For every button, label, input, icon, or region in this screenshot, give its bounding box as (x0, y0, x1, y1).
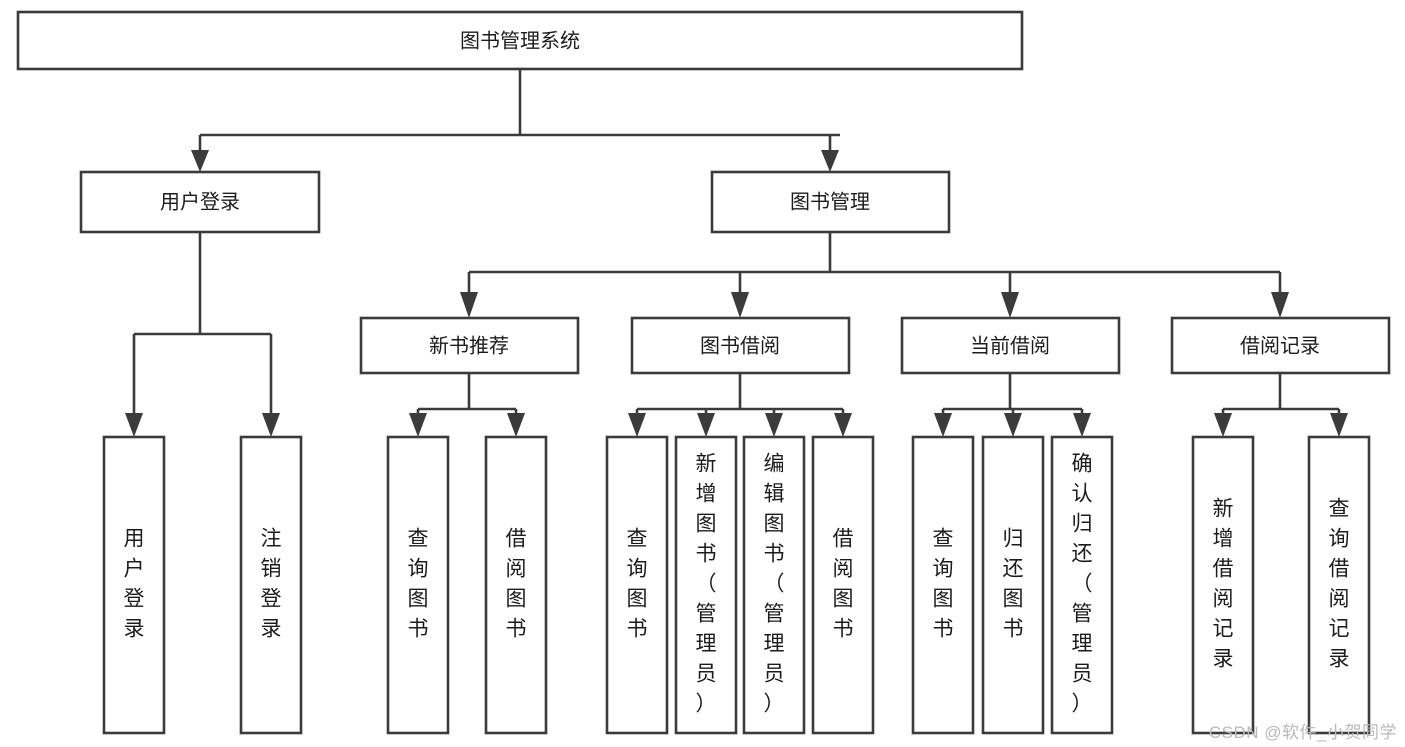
node-current-borrow-box[interactable] (900, 316, 1121, 375)
connector-new-book-rec-trunk (416, 373, 518, 420)
connector-book-borrow-trunk (635, 373, 845, 420)
leaf-borrow-book-rec-box[interactable] (484, 435, 548, 735)
arrowhead-leaf-edit-book-admin (765, 413, 783, 437)
leaf-node-layer: 用户登录 注销登录 查询图书 借阅图书 查询图书 新增图书（管理员） 编辑图书（管理员） 借阅… (102, 435, 1371, 735)
leaf-user-login[interactable]: 用户登录 (102, 435, 166, 735)
node-book-mgmt-box[interactable] (710, 170, 951, 234)
node-new-book-rec-box[interactable] (359, 316, 580, 375)
arrowhead-leaf-borrow-book-rec (507, 413, 525, 437)
arrowhead-book-mgmt (821, 150, 839, 172)
leaf-query-book-bor-box[interactable] (605, 435, 669, 735)
leaf-add-borrow-record-box[interactable] (1191, 435, 1255, 735)
arrowhead-leaf-add-book-admin (697, 413, 715, 437)
node-root-box[interactable] (16, 10, 1024, 71)
arrowhead-leaf-confirm-return (1073, 413, 1091, 437)
connector-current-borrow-trunk (941, 373, 1084, 420)
leaf-return-book-box[interactable] (981, 435, 1045, 735)
node-book-borrow-label: 图书借阅 (700, 334, 780, 357)
node-book-mgmt-label: 图书管理 (790, 190, 870, 213)
leaf-query-borrow-rec-label: 查询借阅记录 (1329, 498, 1350, 671)
leaf-borrow-book-bor[interactable]: 借阅图书 (811, 435, 875, 735)
node-borrow-record-box[interactable] (1170, 316, 1391, 375)
node-borrow-record[interactable]: 借阅记录 (1170, 316, 1391, 375)
node-user-login-box[interactable] (79, 170, 321, 234)
connector-root-trunk (198, 69, 840, 156)
connector-layer (125, 69, 1348, 437)
arrowhead-new-book-rec (460, 292, 478, 318)
leaf-query-book-rec[interactable]: 查询图书 (386, 435, 450, 735)
arrowhead-leaf-query-book-bor (628, 413, 646, 437)
leaf-add-book-admin-label: 新增图书（管理员） (696, 453, 717, 716)
arrowhead-leaf-query-book-cur (934, 413, 952, 437)
node-user-login-label: 用户登录 (160, 190, 240, 213)
node-book-mgmt[interactable]: 图书管理 (710, 170, 951, 234)
leaf-user-login-label: 用户登录 (124, 528, 145, 641)
node-book-borrow-box[interactable] (630, 316, 851, 375)
leaf-add-borrow-record[interactable]: 新增借阅记录 (1191, 435, 1255, 735)
arrowhead-leaf-user-login (125, 413, 143, 437)
leaf-query-borrow-rec-box[interactable] (1307, 435, 1371, 735)
leaf-add-book-admin-box[interactable] (674, 435, 738, 735)
leaf-logout[interactable]: 注销登录 (239, 435, 303, 735)
node-new-book-rec[interactable]: 新书推荐 (359, 316, 580, 375)
leaf-add-borrow-record-label: 新增借阅记录 (1213, 498, 1234, 671)
leaf-confirm-return[interactable]: 确认归还（管理员） (1050, 435, 1114, 735)
connector-borrow-record-trunk (1221, 373, 1341, 420)
leaf-user-login-box[interactable] (102, 435, 166, 735)
arrowhead-leaf-borrow-book-bor (834, 413, 852, 437)
leaf-query-book-cur-label: 查询图书 (933, 528, 954, 641)
node-book-borrow[interactable]: 图书借阅 (630, 316, 851, 375)
leaf-query-book-rec-label: 查询图书 (408, 528, 429, 641)
leaf-add-book-admin[interactable]: 新增图书（管理员） (674, 435, 738, 735)
arrowhead-leaf-query-borrow-rec (1330, 413, 1348, 437)
leaf-logout-label: 注销登录 (261, 528, 282, 641)
leaf-edit-book-admin-box[interactable] (742, 435, 806, 735)
arrowhead-user-login (191, 150, 209, 172)
arrowhead-leaf-return-book (1004, 413, 1022, 437)
leaf-borrow-book-rec-label: 借阅图书 (506, 528, 527, 641)
node-new-book-rec-label: 新书推荐 (429, 334, 509, 357)
arrowhead-leaf-query-book-rec (409, 413, 427, 437)
connector-user-login-trunk (132, 232, 273, 420)
node-current-borrow[interactable]: 当前借阅 (900, 316, 1121, 375)
leaf-borrow-book-bor-label: 借阅图书 (833, 528, 854, 641)
leaf-edit-book-admin-label: 编辑图书（管理员） (764, 453, 785, 716)
leaf-edit-book-admin[interactable]: 编辑图书（管理员） (742, 435, 806, 735)
leaf-borrow-book-rec[interactable]: 借阅图书 (484, 435, 548, 735)
arrowhead-book-borrow (731, 292, 749, 318)
leaf-confirm-return-label: 确认归还（管理员） (1072, 453, 1093, 716)
leaf-query-book-bor-label: 查询图书 (627, 528, 648, 641)
arrowhead-current-borrow (1001, 292, 1019, 318)
node-root-label: 图书管理系统 (460, 29, 580, 52)
leaf-confirm-return-box[interactable] (1050, 435, 1114, 735)
leaf-query-book-bor[interactable]: 查询图书 (605, 435, 669, 735)
leaf-borrow-book-bor-box[interactable] (811, 435, 875, 735)
node-current-borrow-label: 当前借阅 (970, 334, 1050, 357)
arrowhead-leaf-add-borrow-record (1214, 413, 1232, 437)
leaf-return-book-label: 归还图书 (1003, 528, 1024, 641)
leaf-query-borrow-rec[interactable]: 查询借阅记录 (1307, 435, 1371, 735)
arrowhead-borrow-record (1271, 292, 1289, 318)
node-borrow-record-label: 借阅记录 (1240, 334, 1320, 357)
leaf-query-book-cur[interactable]: 查询图书 (911, 435, 975, 735)
leaf-query-book-rec-box[interactable] (386, 435, 450, 735)
arrowhead-leaf-logout (262, 413, 280, 437)
leaf-return-book[interactable]: 归还图书 (981, 435, 1045, 735)
node-user-login[interactable]: 用户登录 (79, 170, 321, 234)
node-root[interactable]: 图书管理系统 (16, 10, 1024, 71)
leaf-logout-box[interactable] (239, 435, 303, 735)
leaf-query-book-cur-box[interactable] (911, 435, 975, 735)
connector-book-mgmt-trunk (467, 232, 1282, 293)
